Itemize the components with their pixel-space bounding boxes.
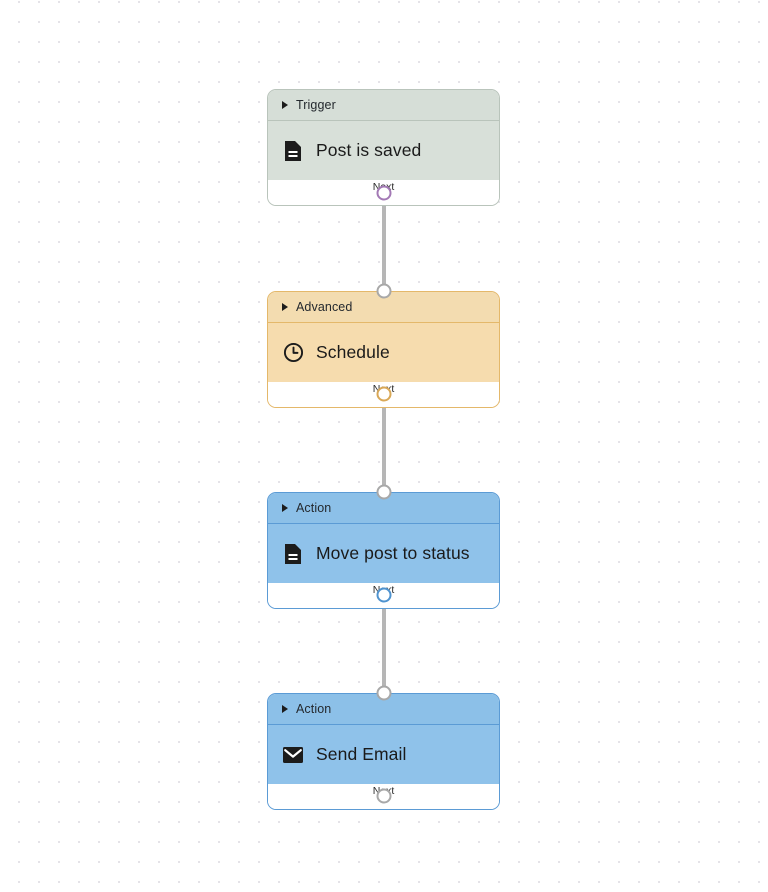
node-body-action-email[interactable]: Send Email (268, 725, 499, 784)
chevron-right-icon[interactable] (282, 303, 288, 311)
node-title: Move post to status (316, 543, 470, 563)
document-icon (282, 543, 304, 565)
action-email-in-port[interactable] (376, 685, 392, 701)
workflow-node-action-email[interactable]: Action Send Email Next (267, 693, 500, 810)
clock-icon (282, 342, 304, 364)
chevron-right-icon[interactable] (282, 101, 288, 109)
document-icon (282, 140, 304, 162)
envelope-icon (282, 744, 304, 766)
action-email-out-port[interactable] (376, 788, 392, 804)
action-move-out-port[interactable] (376, 587, 392, 603)
advanced-in-port[interactable] (376, 283, 392, 299)
chevron-right-icon[interactable] (282, 504, 288, 512)
action-move-in-port[interactable] (376, 484, 392, 500)
node-category-label: Trigger (296, 98, 336, 112)
node-body-advanced[interactable]: Schedule (268, 323, 499, 382)
node-body-trigger[interactable]: Post is saved (268, 121, 499, 180)
node-title: Schedule (316, 342, 390, 362)
node-category-label: Action (296, 702, 332, 716)
node-header-trigger[interactable]: Trigger (268, 90, 499, 121)
workflow-node-trigger[interactable]: Trigger Post is saved Next (267, 89, 500, 206)
trigger-out-port[interactable] (376, 185, 392, 201)
workflow-node-action-move[interactable]: Action Move post to status Next (267, 492, 500, 609)
node-footer-next[interactable]: Next (268, 180, 499, 205)
advanced-out-port[interactable] (376, 386, 392, 402)
node-category-label: Advanced (296, 300, 353, 314)
chevron-right-icon[interactable] (282, 705, 288, 713)
node-category-label: Action (296, 501, 332, 515)
node-title: Post is saved (316, 140, 422, 160)
node-body-action-move[interactable]: Move post to status (268, 524, 499, 583)
node-title: Send Email (316, 744, 407, 764)
